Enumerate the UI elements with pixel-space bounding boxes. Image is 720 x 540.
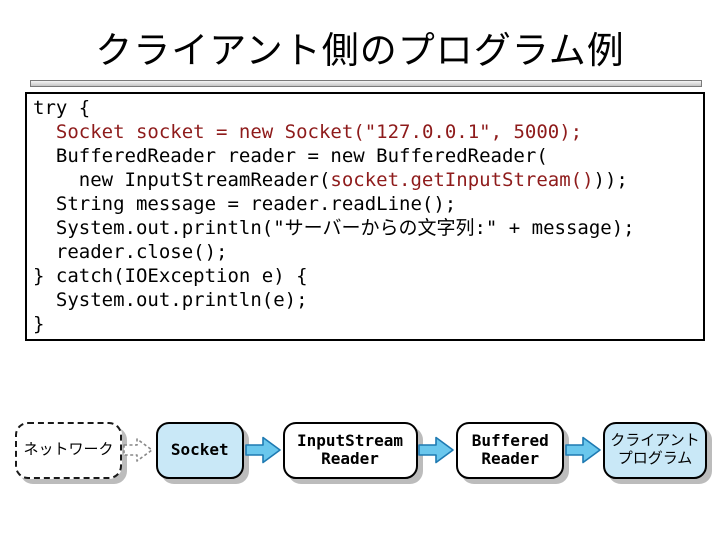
node-label: プログラム xyxy=(617,450,693,467)
code-segment: String message = reader.readLine(); xyxy=(33,193,457,215)
title-divider xyxy=(30,80,702,87)
flow-arrow-icon xyxy=(565,436,601,464)
code-segment: System.out.println(e); xyxy=(33,289,308,311)
code-segment: )); xyxy=(593,169,628,191)
code-block: try { Socket socket = new Socket("127.0.… xyxy=(25,92,705,341)
flow-arrow-icon-slot xyxy=(564,422,603,479)
flow-arrow-icon-slot xyxy=(244,422,283,479)
client-program-node: クライアントプログラム xyxy=(603,421,707,479)
code-line: System.out.println("サーバーからの文字列:" + messa… xyxy=(33,216,697,240)
code-segment: Socket socket = new Socket("127.0.0.1", … xyxy=(55,121,583,143)
code-segment: socket.getInputStream() xyxy=(330,169,594,191)
node-label: Socket xyxy=(170,440,229,459)
node-label: Reader xyxy=(321,449,379,468)
code-line: new InputStreamReader(socket.getInputStr… xyxy=(33,168,697,192)
dashed-arrow-icon-slot xyxy=(122,422,156,479)
page-title: クライアント側のプログラム例 xyxy=(95,30,625,71)
code-line: BufferedReader reader = new BufferedRead… xyxy=(33,144,697,168)
flow-arrow-icon xyxy=(244,436,281,464)
node-label: クライアント xyxy=(610,432,700,449)
code-segment: } xyxy=(33,313,45,335)
code-segment: reader.close(); xyxy=(33,241,228,263)
flow-arrow-icon xyxy=(418,436,455,464)
network-node: ネットワーク xyxy=(15,421,122,479)
dashed-arrow-icon xyxy=(123,438,153,462)
node-label: ネットワーク xyxy=(23,441,114,458)
code-segment: new InputStreamReader( xyxy=(33,169,331,191)
node-label: InputStream xyxy=(297,431,403,450)
code-line: String message = reader.readLine(); xyxy=(33,192,697,216)
code-line: reader.close(); xyxy=(33,240,697,264)
node-label: Reader xyxy=(481,449,540,468)
code-line: try { xyxy=(33,96,697,120)
node-label: Buffered xyxy=(471,431,549,450)
code-line: } xyxy=(33,312,697,336)
code-segment xyxy=(33,121,56,143)
code-line: System.out.println(e); xyxy=(33,288,697,312)
code-segment: System.out.println("サーバーからの文字列:" + messa… xyxy=(33,217,635,239)
code-line: } catch(IOException e) { xyxy=(33,264,697,288)
socket-node: Socket xyxy=(155,421,244,479)
code-line: Socket socket = new Socket("127.0.0.1", … xyxy=(33,120,697,144)
code-segment: try { xyxy=(33,97,91,119)
code-segment: } catch(IOException e) { xyxy=(33,265,308,287)
code-segment: BufferedReader reader = new BufferedRead… xyxy=(33,145,548,167)
flow-arrow-icon-slot xyxy=(418,422,457,479)
